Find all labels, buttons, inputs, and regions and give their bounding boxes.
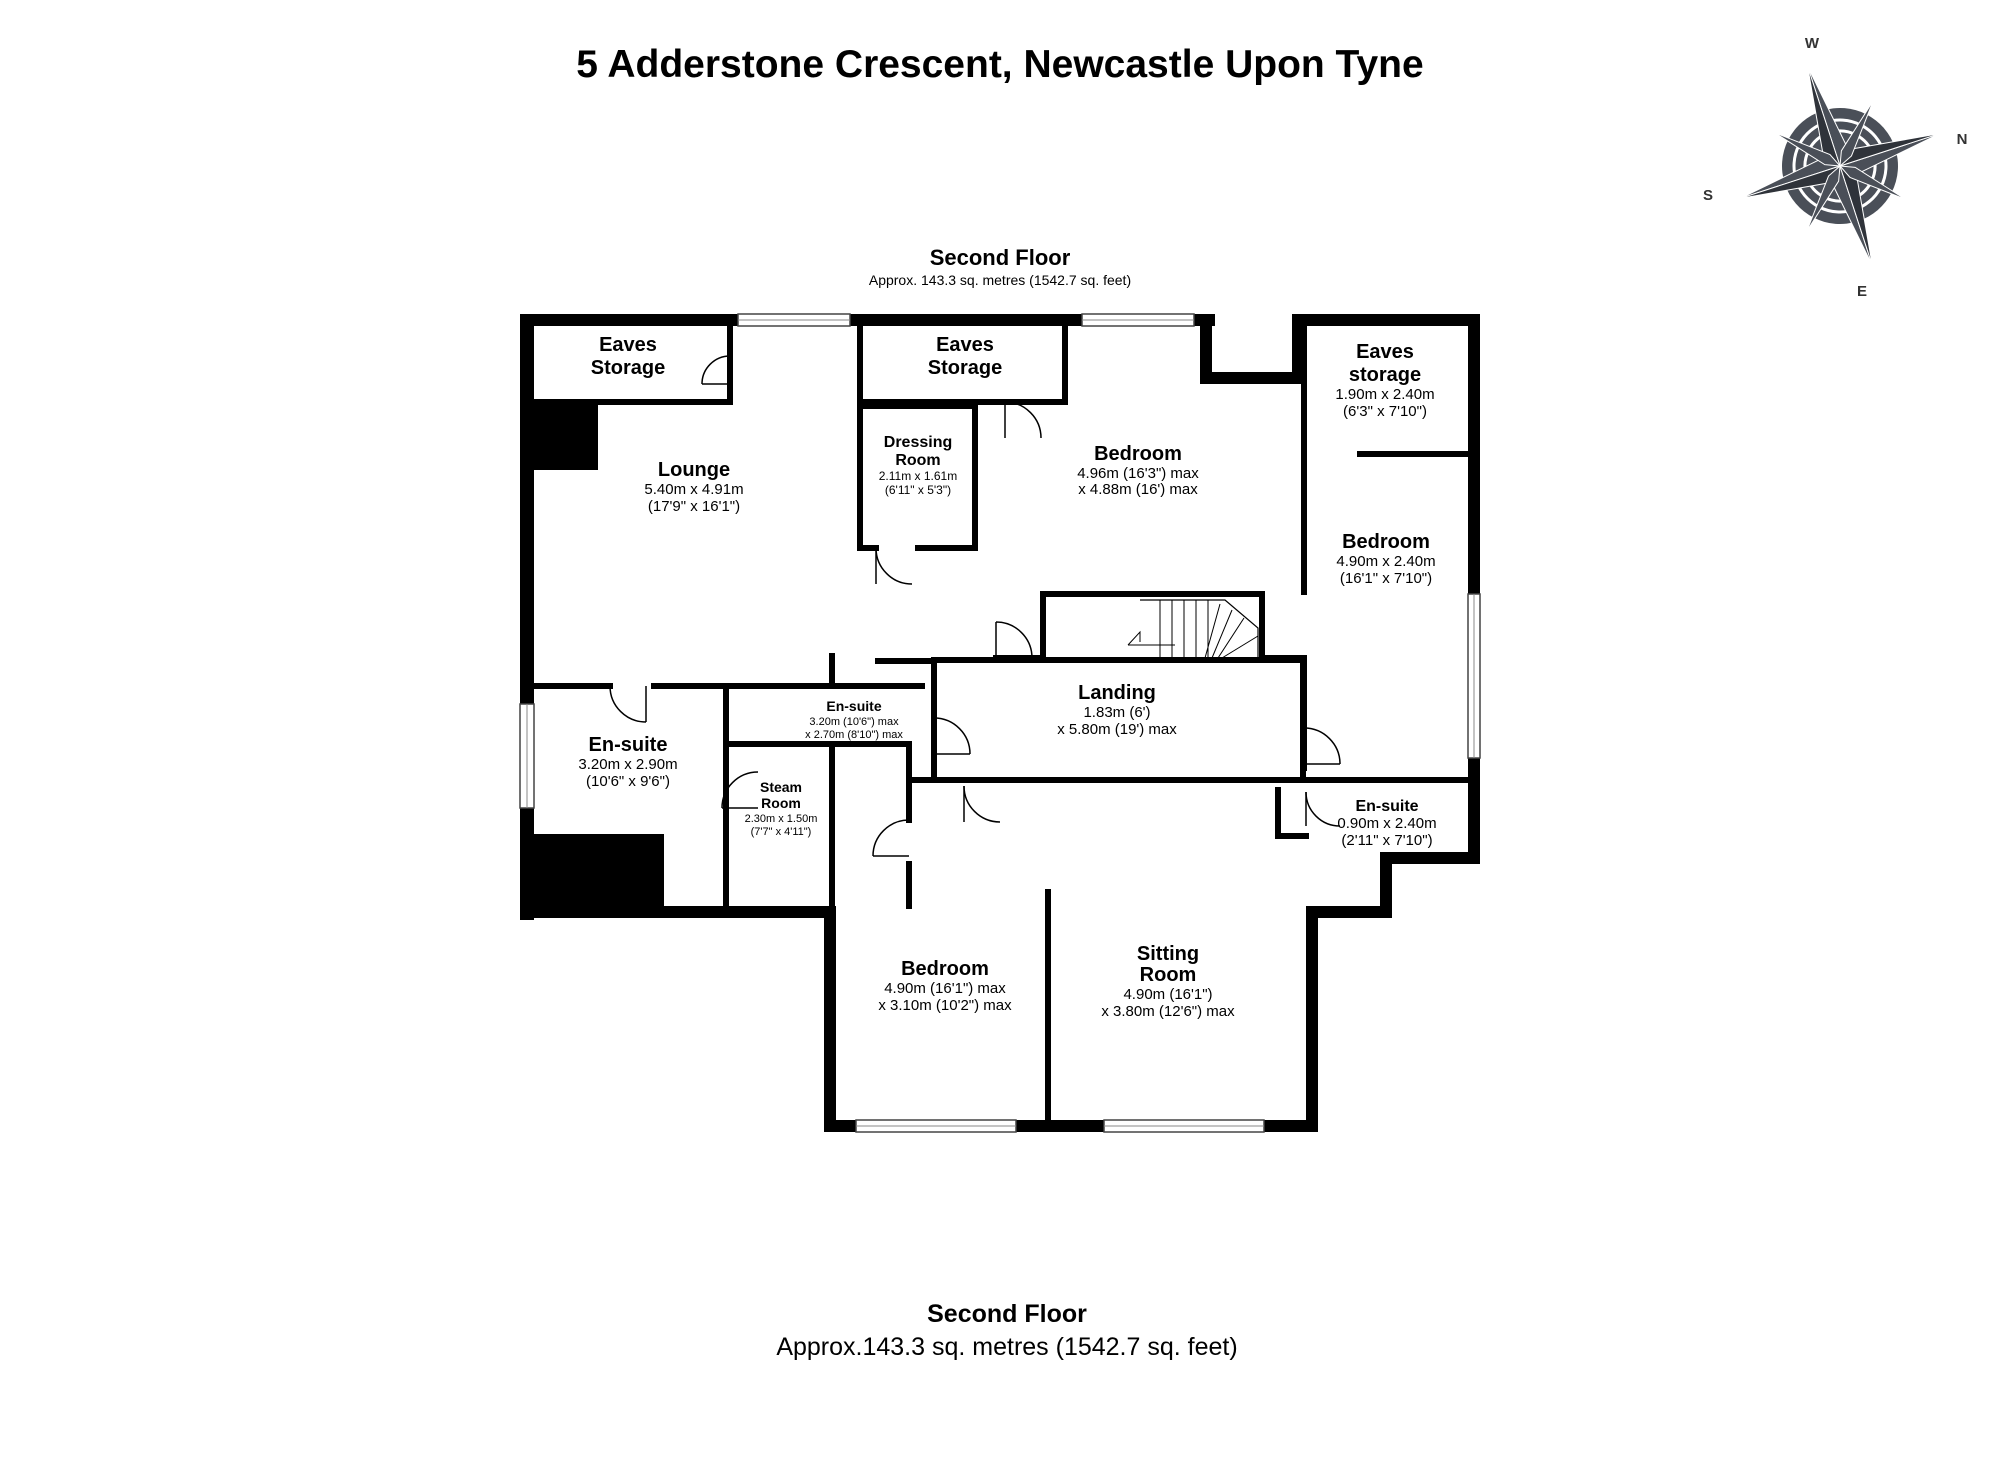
room-dimensions: 4.96m (16'3") max — [1077, 465, 1199, 482]
room-dimensions: 3.20m (10'6") max — [809, 716, 899, 728]
footer-floor-area: Approx.143.3 sq. metres (1542.7 sq. feet… — [776, 1333, 1237, 1361]
room-name: Dressing — [884, 434, 952, 451]
room-name: Lounge — [658, 459, 730, 481]
room-eaves-storage-3: Eaves storage 1.90m x 2.40m (6'3" x 7'10… — [1335, 341, 1434, 420]
room-name: Steam — [760, 779, 802, 795]
room-dimensions: x 2.70m (8'10") max — [805, 729, 903, 741]
property-title: 5 Adderstone Crescent, Newcastle Upon Ty… — [576, 43, 1423, 86]
room-dimensions: (10'6" x 9'6") — [586, 773, 670, 790]
room-dimensions: 4.90m (16'1") max — [884, 980, 1006, 997]
compass-label-e: E — [1857, 283, 1867, 300]
room-dimensions: (6'3" x 7'10") — [1343, 403, 1427, 420]
room-name: Room — [761, 795, 801, 811]
windows — [519, 313, 1481, 1133]
room-name: En-suite — [589, 734, 668, 756]
room-name: Bedroom — [1094, 443, 1182, 465]
room-lounge: Lounge 5.40m x 4.91m (17'9" x 16'1") — [644, 459, 743, 515]
doors — [609, 355, 1341, 857]
internal-walls — [531, 323, 1471, 1123]
room-dimensions: x 3.10m (10'2") max — [878, 997, 1012, 1014]
room-name: En-suite — [826, 698, 881, 714]
floor-header-name: Second Floor — [930, 245, 1071, 270]
compass-label-s: S — [1703, 187, 1713, 204]
compass-label-n: N — [1957, 131, 1968, 148]
compass-label-w: W — [1805, 35, 1820, 52]
footer-floor-name: Second Floor — [927, 1300, 1087, 1328]
room-dimensions: x 3.80m (12'6") max — [1101, 1003, 1235, 1020]
room-dimensions: 1.90m x 2.40m — [1335, 386, 1434, 403]
room-en-suite-1: En-suite 3.20m x 2.90m (10'6" x 9'6") — [578, 734, 677, 790]
room-en-suite-2: En-suite 3.20m (10'6") max x 2.70m (8'10… — [805, 698, 903, 741]
room-dimensions: (16'1" x 7'10") — [1340, 570, 1432, 587]
room-en-suite-3: En-suite 0.90m x 2.40m (2'11" x 7'10") — [1337, 798, 1436, 849]
room-dressing-room: Dressing Room 2.11m x 1.61m (6'11" x 5'3… — [879, 434, 957, 497]
room-dimensions: 0.90m x 2.40m — [1337, 815, 1436, 832]
staircase — [1127, 599, 1259, 659]
room-name: Storage — [928, 357, 1002, 379]
room-name: Eaves — [936, 334, 994, 356]
room-dimensions: x 4.88m (16') max — [1078, 481, 1198, 498]
room-name: En-suite — [1355, 798, 1418, 815]
room-steam-room: Steam Room 2.30m x 1.50m (7'7" x 4'11") — [745, 779, 818, 838]
room-name: Eaves — [1356, 341, 1414, 363]
room-bedroom-1: Bedroom 4.96m (16'3") max x 4.88m (16') … — [1077, 443, 1199, 498]
room-sitting-room: Sitting Room 4.90m (16'1") x 3.80m (12'6… — [1101, 943, 1235, 1020]
room-name: Eaves — [599, 334, 657, 356]
room-name: Bedroom — [901, 958, 989, 980]
room-dimensions: x 5.80m (19') max — [1057, 721, 1177, 738]
room-dimensions: 2.30m x 1.50m — [745, 813, 818, 825]
room-eaves-storage-2: Eaves Storage — [928, 334, 1002, 379]
compass-rose-icon — [1739, 65, 1941, 267]
room-name: Room — [895, 452, 940, 469]
floor-header-area: Approx. 143.3 sq. metres (1542.7 sq. fee… — [869, 272, 1131, 288]
room-dimensions: (7'7" x 4'11") — [751, 826, 812, 838]
room-dimensions: 4.90m (16'1") — [1123, 986, 1212, 1003]
room-landing: Landing 1.83m (6') x 5.80m (19') max — [1057, 682, 1177, 738]
room-dimensions: 3.20m x 2.90m — [578, 756, 677, 773]
room-bedroom-3: Bedroom 4.90m (16'1") max x 3.10m (10'2"… — [878, 958, 1012, 1014]
room-dimensions: (17'9" x 16'1") — [648, 498, 740, 515]
room-name: Room — [1140, 964, 1197, 986]
room-dimensions: (6'11" x 5'3") — [885, 483, 951, 497]
room-name: Bedroom — [1342, 531, 1430, 553]
room-dimensions: 4.90m x 2.40m — [1336, 553, 1435, 570]
room-bedroom-2: Bedroom 4.90m x 2.40m (16'1" x 7'10") — [1336, 531, 1435, 587]
room-name: Sitting — [1137, 943, 1199, 965]
room-name: storage — [1349, 364, 1421, 386]
room-dimensions: 2.11m x 1.61m — [879, 469, 957, 483]
room-dimensions: 1.83m (6') — [1083, 704, 1150, 721]
room-name: Storage — [591, 357, 665, 379]
room-name: Landing — [1078, 682, 1156, 704]
room-dimensions: 5.40m x 4.91m — [644, 481, 743, 498]
room-eaves-storage-1: Eaves Storage — [591, 334, 665, 379]
room-dimensions: (2'11" x 7'10") — [1341, 832, 1432, 849]
